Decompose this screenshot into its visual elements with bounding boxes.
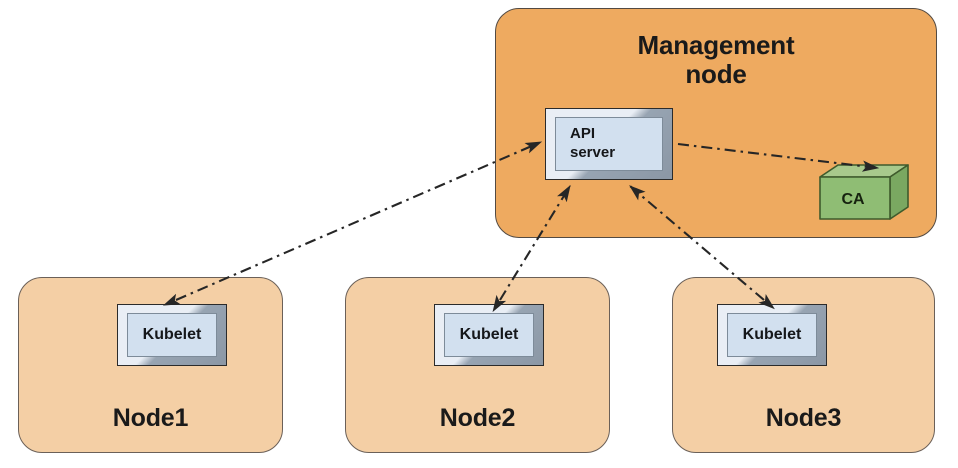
node1-label: Node1 <box>112 404 189 432</box>
kubelet-node1-label: Kubelet <box>142 326 202 343</box>
kubelet-node3-label: Kubelet <box>742 326 802 343</box>
kubelet-box-node1[interactable]: Kubelet <box>117 304 227 366</box>
kubelet-node3-face: Kubelet <box>727 313 817 357</box>
ca-box[interactable]: CA <box>818 163 910 221</box>
node2-label: Node2 <box>439 404 516 432</box>
kubelet-node2-label: Kubelet <box>459 326 519 343</box>
kubelet-box-node3[interactable]: Kubelet <box>717 304 827 366</box>
kubelet-node2-face: Kubelet <box>444 313 534 357</box>
api-server-label: API server <box>570 125 616 161</box>
node3-label: Node3 <box>765 404 842 432</box>
api-server-box[interactable]: API server <box>545 108 673 180</box>
kubelet-box-node2[interactable]: Kubelet <box>434 304 544 366</box>
api-server-face: API server <box>555 117 663 171</box>
ca-box-shape <box>819 164 909 220</box>
kubelet-node1-face: Kubelet <box>127 313 217 357</box>
management-node-label: Management node <box>637 30 795 90</box>
